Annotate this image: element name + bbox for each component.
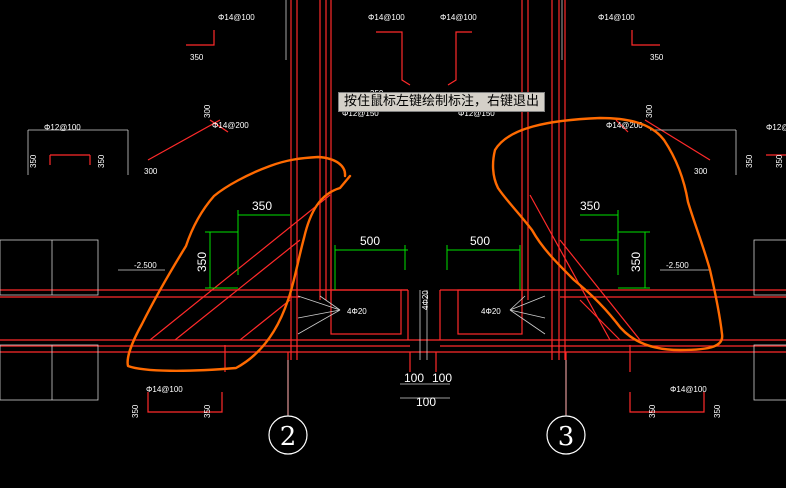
- dim-350-mid-left-h: 350: [252, 199, 272, 213]
- dim-350-small-left: 350: [29, 154, 38, 168]
- grid-lines-group: [0, 0, 786, 416]
- rebar-labels: Φ14@100 Φ14@100 Φ14@100 Φ14@100 Φ14@200 …: [44, 13, 786, 394]
- dim-350-bottom-left1: 350: [131, 404, 140, 418]
- dim-350-small-left2: 350: [97, 154, 106, 168]
- dim-350-small-right: 350: [745, 154, 754, 168]
- rebar-label-center-vertical[interactable]: 4Φ20: [421, 290, 430, 310]
- rebar-label-mid-right[interactable]: Φ14@200: [606, 121, 643, 130]
- dim-350-top-right: 350: [650, 53, 664, 62]
- rebar-label-top-mid-left[interactable]: Φ14@100: [368, 13, 405, 22]
- rebar-label-top-left[interactable]: Φ14@100: [218, 13, 255, 22]
- dim-300-left-a: 300: [203, 104, 212, 118]
- dim-300-right-a: 300: [645, 104, 654, 118]
- dim-300-right-b: 300: [694, 167, 708, 176]
- dim-350-small-right2: 350: [775, 154, 784, 168]
- dim-350-bottom-right1: 350: [648, 404, 657, 418]
- wall-outline-group: [0, 0, 786, 415]
- dim-500-left: 500: [360, 234, 380, 248]
- elevation-right: -2.500: [666, 261, 689, 270]
- rebar-label-bottom-left[interactable]: Φ14@100: [146, 385, 183, 394]
- rebar-label-far-left[interactable]: Φ12@100: [44, 123, 81, 132]
- axis-label-3: 3: [558, 422, 575, 452]
- rebar-label-bundle-left[interactable]: 4Φ20: [347, 307, 367, 316]
- dim-100-total: 100: [416, 395, 436, 409]
- dim-350-bottom-right2: 350: [713, 404, 722, 418]
- dim-500-right: 500: [470, 234, 490, 248]
- annotation-strokes[interactable]: [126, 116, 724, 372]
- rebar-label-top-mid-right[interactable]: Φ14@100: [440, 13, 477, 22]
- annotation-loop-right[interactable]: [491, 116, 724, 352]
- rebar-label-bottom-right[interactable]: Φ14@100: [670, 385, 707, 394]
- axis-label-2: 2: [280, 422, 297, 452]
- dim-300-left-b: 300: [144, 167, 158, 176]
- dim-100-a: 100: [404, 371, 424, 385]
- elevation-left: -2.500: [134, 261, 157, 270]
- rebar-label-center-right[interactable]: Φ12@150: [458, 109, 495, 118]
- rebar-label-mid-left[interactable]: Φ14@200: [212, 121, 249, 130]
- rebar-label-center-left[interactable]: Φ12@150: [342, 109, 379, 118]
- rebar-label-top-right[interactable]: Φ14@100: [598, 13, 635, 22]
- dim-350-top-left: 350: [190, 53, 204, 62]
- axis-circle-3[interactable]: [546, 415, 586, 455]
- dimension-lines-group: [205, 210, 650, 290]
- annotation-loop-left[interactable]: [126, 155, 352, 372]
- dim-350-mid-left-v: 350: [195, 252, 209, 272]
- dim-350-bottom-left2: 350: [203, 404, 212, 418]
- rebar-label-bundle-right[interactable]: 4Φ20: [481, 307, 501, 316]
- dim-350-mid-right-v: 350: [629, 252, 643, 272]
- axis-markers: 2 3: [268, 415, 586, 455]
- command-tooltip: 按住鼠标左键绘制标注，右键退出: [338, 92, 546, 112]
- dim-350-mid-right-h: 350: [580, 199, 600, 213]
- dim-100-b: 100: [432, 371, 452, 385]
- rebar-label-far-right[interactable]: Φ12@100: [766, 123, 786, 132]
- axis-circle-2[interactable]: [268, 415, 308, 455]
